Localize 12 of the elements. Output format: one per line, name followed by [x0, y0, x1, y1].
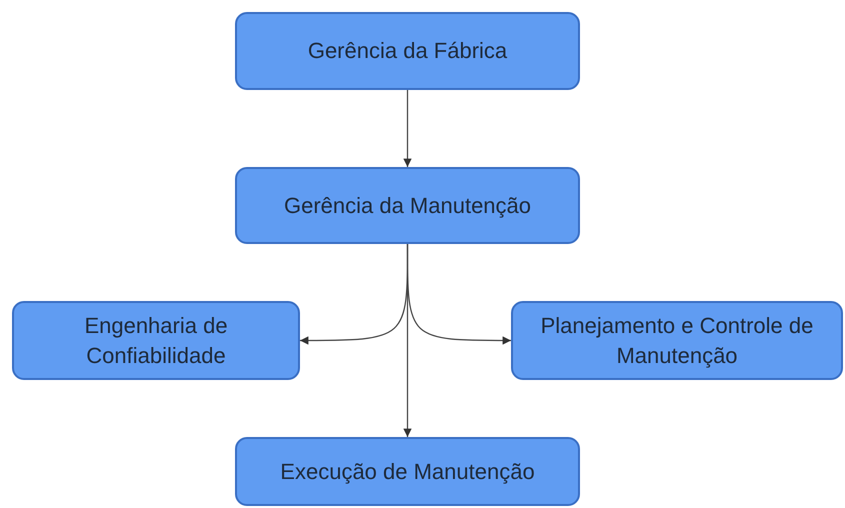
box-label: Gerência da Fábrica [308, 37, 508, 65]
box-label: Planejamento e Controle de Manutenção [540, 312, 814, 370]
process-box [235, 12, 580, 90]
box-label: Execução de Manutenção [280, 458, 535, 486]
process-box [235, 437, 580, 506]
arrow [403, 90, 412, 167]
process-box [511, 301, 843, 380]
process-box [235, 167, 580, 244]
box-label: Gerência da Manutenção [284, 192, 532, 220]
process-box [12, 301, 300, 380]
arrow [403, 244, 412, 437]
box-label: Engenharia de Confiabilidade [83, 312, 229, 370]
